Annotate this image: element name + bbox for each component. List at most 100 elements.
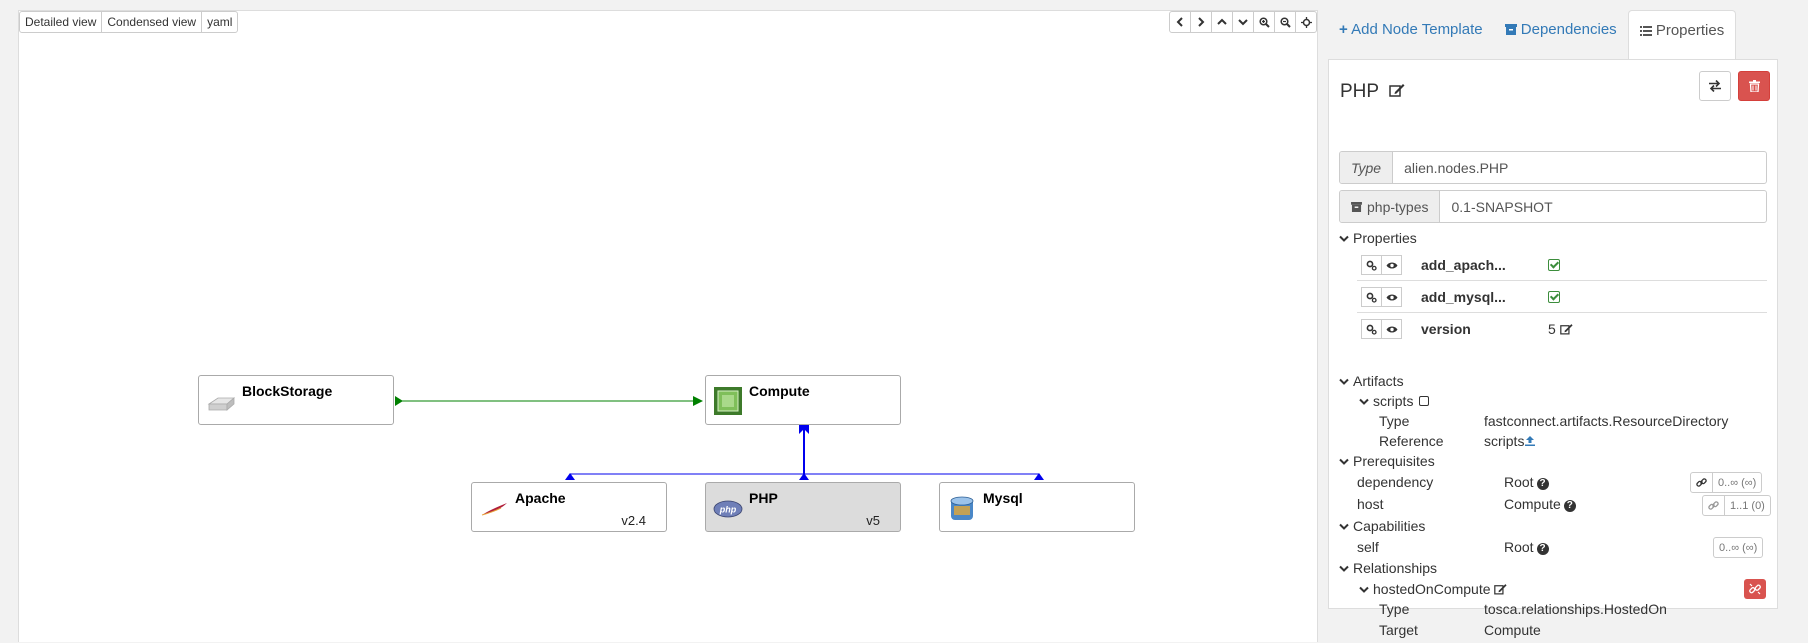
relationship-target-label: Target (1379, 622, 1418, 638)
node-apache[interactable]: Apache v2.4 (471, 482, 667, 532)
tab-label: Dependencies (1520, 21, 1617, 38)
link-icon[interactable] (1703, 496, 1725, 515)
node-name: Mysql (983, 490, 1023, 506)
capabilities-section-toggle[interactable]: Capabilities (1339, 518, 1425, 534)
tab-label: Properties (1655, 22, 1725, 39)
edit-icon[interactable] (1389, 84, 1405, 100)
eye-icon[interactable] (1381, 255, 1402, 275)
upload-icon[interactable] (1524, 435, 1536, 449)
capability-cardinality: 0..∞ (∞) (1713, 537, 1764, 558)
artifact-toggle[interactable]: scripts (1359, 393, 1430, 409)
storage-icon (207, 397, 236, 411)
list-icon (1639, 26, 1652, 36)
node-compute[interactable]: Compute (705, 375, 901, 425)
node-title-text: PHP (1340, 81, 1379, 102)
artifact-reference-value: scripts (1484, 433, 1536, 449)
check-icon (1548, 291, 1560, 303)
side-panel: + Add Node Template Dependencies Propert… (1328, 10, 1778, 638)
cogs-icon[interactable] (1361, 287, 1382, 307)
node-version: v2.4 (621, 513, 646, 528)
chevron-down-icon (1339, 565, 1349, 572)
view-tabs: Detailed view Condensed view yaml (19, 11, 239, 33)
archive-version: 0.1-SNAPSHOT (1451, 198, 1553, 215)
cogs-icon[interactable] (1361, 255, 1382, 275)
delete-node-button[interactable] (1738, 71, 1770, 101)
center-icon[interactable] (1295, 11, 1317, 33)
apache-feather-icon (481, 503, 507, 516)
chevron-down-icon (1359, 586, 1369, 593)
node-blockstorage[interactable]: BlockStorage (198, 375, 394, 425)
archive-icon (1504, 24, 1517, 35)
unlink-icon (1749, 583, 1761, 595)
requirement-type: Compute? (1504, 496, 1576, 513)
node-php[interactable]: php PHP v5 (705, 482, 901, 532)
node-title: PHP (1340, 81, 1405, 103)
question-icon[interactable]: ? (1536, 478, 1549, 490)
artifact-type-value: fastconnect.artifacts.ResourceDirectory (1484, 413, 1729, 429)
node-version: v5 (866, 513, 880, 528)
relationship-type-label: Type (1379, 601, 1410, 617)
property-row: add_mysql... (1357, 281, 1767, 313)
node-mysql[interactable]: Mysql (939, 482, 1135, 532)
tab-properties[interactable]: Properties (1627, 10, 1737, 59)
plus-icon: + (1339, 21, 1348, 38)
properties-panel: PHP Type alien.nodes.PHP php-types 0.1-S… (1328, 59, 1778, 638)
chevron-down-icon (1339, 523, 1349, 530)
capability-name: self (1357, 539, 1379, 555)
replace-node-button[interactable] (1699, 71, 1731, 101)
tab-dependencies[interactable]: Dependencies (1494, 10, 1628, 59)
node-name: PHP (749, 490, 778, 506)
properties-section-toggle[interactable]: Properties (1339, 230, 1417, 246)
question-icon[interactable]: ? (1563, 500, 1576, 512)
remove-relationship-button[interactable] (1744, 579, 1766, 599)
edge-blockstorage-compute[interactable] (395, 396, 703, 406)
artifact-reference-label: Reference (1379, 433, 1444, 449)
node-name: Compute (749, 383, 810, 399)
requirement-name: dependency (1357, 474, 1434, 490)
cogs-icon[interactable] (1361, 319, 1382, 339)
requirement-type: Root? (1504, 474, 1549, 491)
chevron-down-icon (1339, 235, 1349, 242)
side-tabs: + Add Node Template Dependencies Propert… (1328, 10, 1778, 59)
php-logo-icon: php (713, 500, 743, 518)
tab-condensed-view[interactable]: Condensed view (101, 11, 203, 33)
link-icon[interactable] (1691, 473, 1713, 492)
square-icon (1419, 396, 1430, 406)
swap-icon (1709, 80, 1721, 92)
chevron-down-icon (1339, 458, 1349, 465)
chevron-down-icon (1339, 378, 1349, 385)
property-name: add_apach... (1421, 257, 1506, 273)
eye-icon[interactable] (1381, 319, 1402, 339)
eye-icon[interactable] (1381, 287, 1402, 307)
relationships-section-toggle[interactable]: Relationships (1339, 560, 1437, 576)
question-icon[interactable]: ? (1536, 543, 1549, 555)
chevron-down-icon (1359, 398, 1369, 405)
topology-canvas[interactable]: Detailed view Condensed view yaml (18, 10, 1318, 642)
check-icon (1548, 259, 1560, 271)
database-icon (950, 496, 974, 520)
edit-icon[interactable] (1559, 321, 1573, 337)
type-field: Type alien.nodes.PHP (1339, 151, 1767, 184)
archive-field: php-types 0.1-SNAPSHOT (1339, 190, 1767, 223)
tab-yaml[interactable]: yaml (201, 11, 239, 33)
requirement-cardinality: 1..1 (0) (1702, 495, 1771, 516)
prerequisites-section-toggle[interactable]: Prerequisites (1339, 453, 1435, 469)
archive-icon (1351, 201, 1362, 212)
type-value: alien.nodes.PHP (1404, 159, 1509, 176)
requirement-name: host (1357, 496, 1384, 512)
property-row: add_apach... (1357, 249, 1767, 281)
edit-icon[interactable] (1494, 581, 1508, 597)
property-row: version 5 (1357, 313, 1767, 345)
tab-add-node-template[interactable]: + Add Node Template (1328, 10, 1494, 59)
edge-hosted-on[interactable] (565, 425, 1044, 480)
capability-type: Root? (1504, 539, 1549, 556)
node-name: BlockStorage (242, 383, 333, 399)
svg-text:php: php (719, 505, 737, 515)
tab-detailed-view[interactable]: Detailed view (19, 11, 103, 33)
artifacts-section-toggle[interactable]: Artifacts (1339, 373, 1404, 389)
property-checkbox[interactable] (1548, 289, 1560, 305)
property-name: version (1421, 321, 1471, 337)
relationship-toggle[interactable]: hostedOnCompute (1359, 581, 1508, 597)
property-checkbox[interactable] (1548, 257, 1560, 273)
tab-label: Add Node Template (1351, 21, 1483, 38)
